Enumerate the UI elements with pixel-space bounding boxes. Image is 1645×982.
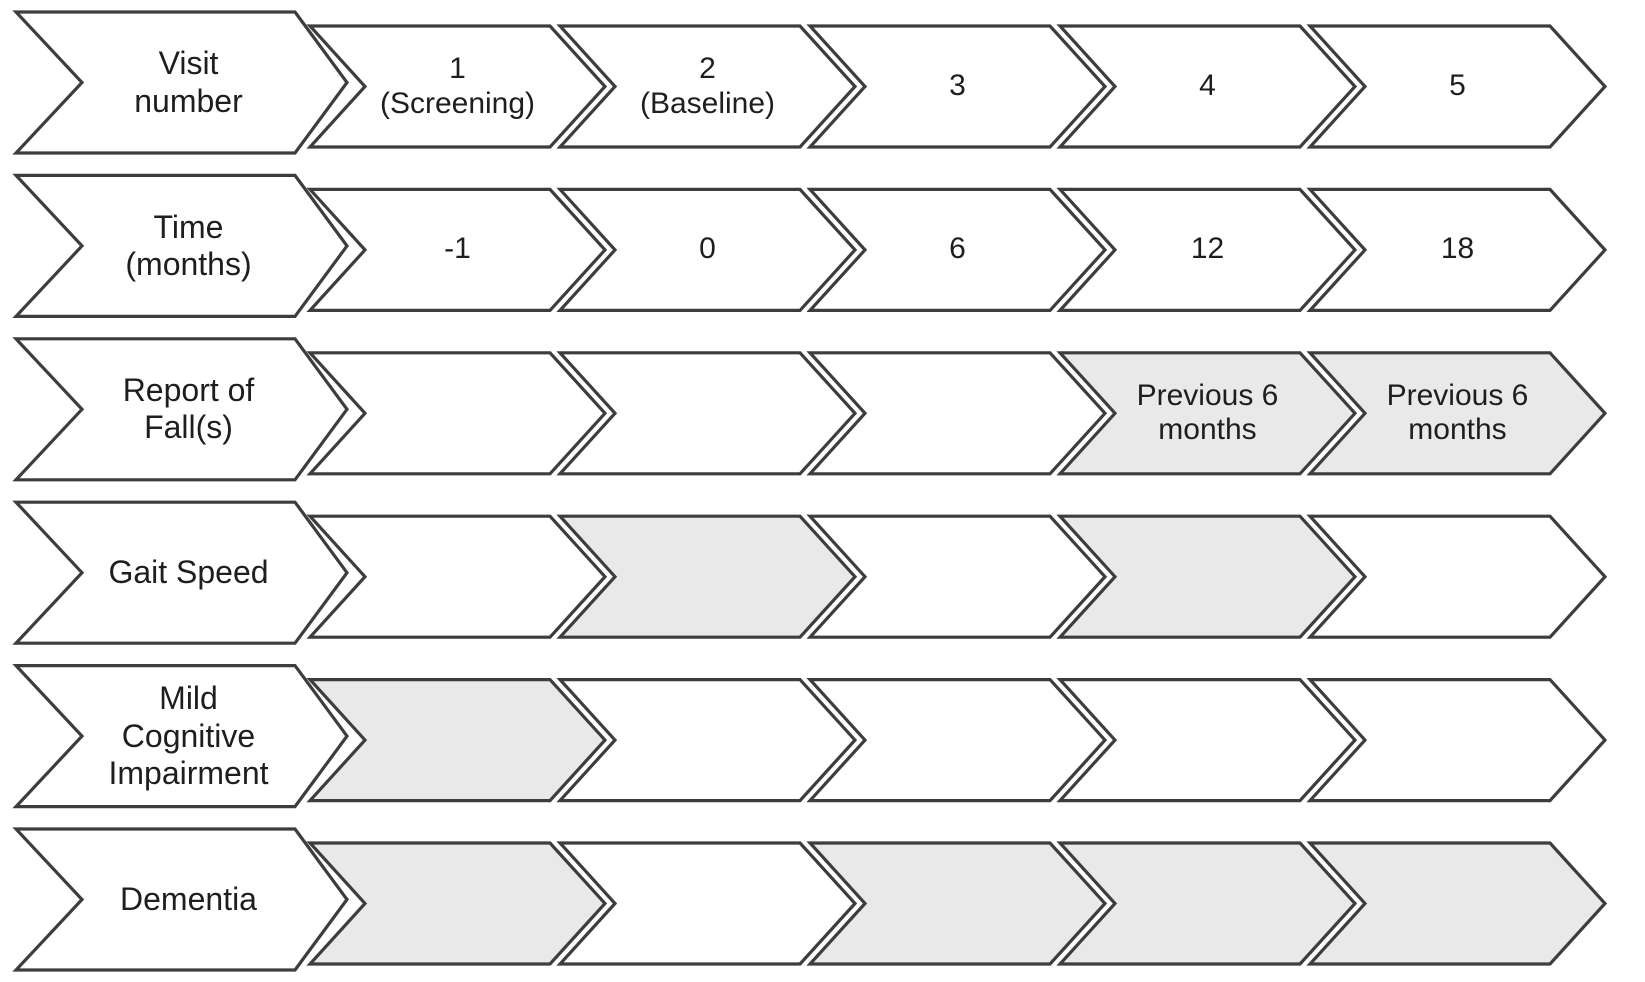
- chevron-mild-cognitive-impairment-col4: [1056, 677, 1358, 803]
- chevron-time-months-col5: [1306, 187, 1608, 312]
- chevron-report-of-fall-s-col2: [556, 351, 858, 476]
- chevron-time-months-col1: [306, 187, 608, 312]
- chevron-mild-cognitive-impairment-col5: [1306, 677, 1608, 803]
- chevron-gait-speed-col2: [556, 514, 858, 639]
- chevron-dementia-col4: [1056, 841, 1358, 966]
- chevron-report-of-fall-s-col3: [806, 351, 1108, 476]
- chevron-gait-speed-col3: [806, 514, 1108, 639]
- chevron-visit-number-col4: [1056, 24, 1358, 149]
- chevron-mild-cognitive-impairment-col2: [556, 677, 858, 803]
- chevron-visit-number-label: [12, 10, 349, 155]
- chevron-visit-number-col5: [1306, 24, 1608, 149]
- chevron-visit-number-col3: [806, 24, 1108, 149]
- chevron-time-months-col3: [806, 187, 1108, 312]
- chevron-dementia-col3: [806, 841, 1108, 966]
- chevron-time-months-col4: [1056, 187, 1358, 312]
- chevron-report-of-fall-s-col5: [1306, 351, 1608, 476]
- chevron-dementia-label: [12, 827, 349, 972]
- chevron-visit-number-col1: [306, 24, 608, 149]
- chevron-mild-cognitive-impairment-label: [12, 663, 349, 809]
- chevron-report-of-fall-s-label: [12, 337, 349, 482]
- chevron-dementia-col2: [556, 841, 858, 966]
- chevron-dementia-col5: [1306, 841, 1608, 966]
- chevron-mild-cognitive-impairment-col3: [806, 677, 1108, 803]
- chevron-gait-speed-label: [12, 500, 349, 645]
- chevron-mild-cognitive-impairment-col1: [306, 677, 608, 803]
- chevron-dementia-col1: [306, 841, 608, 966]
- chevron-gait-speed-col4: [1056, 514, 1358, 639]
- chevron-gait-speed-col5: [1306, 514, 1608, 639]
- chevron-visit-number-col2: [556, 24, 858, 149]
- chevron-report-of-fall-s-col1: [306, 351, 608, 476]
- chevron-time-months-col2: [556, 187, 858, 312]
- chevron-gait-speed-col1: [306, 514, 608, 639]
- chevron-report-of-fall-s-col4: [1056, 351, 1358, 476]
- chevron-time-months-label: [12, 173, 349, 318]
